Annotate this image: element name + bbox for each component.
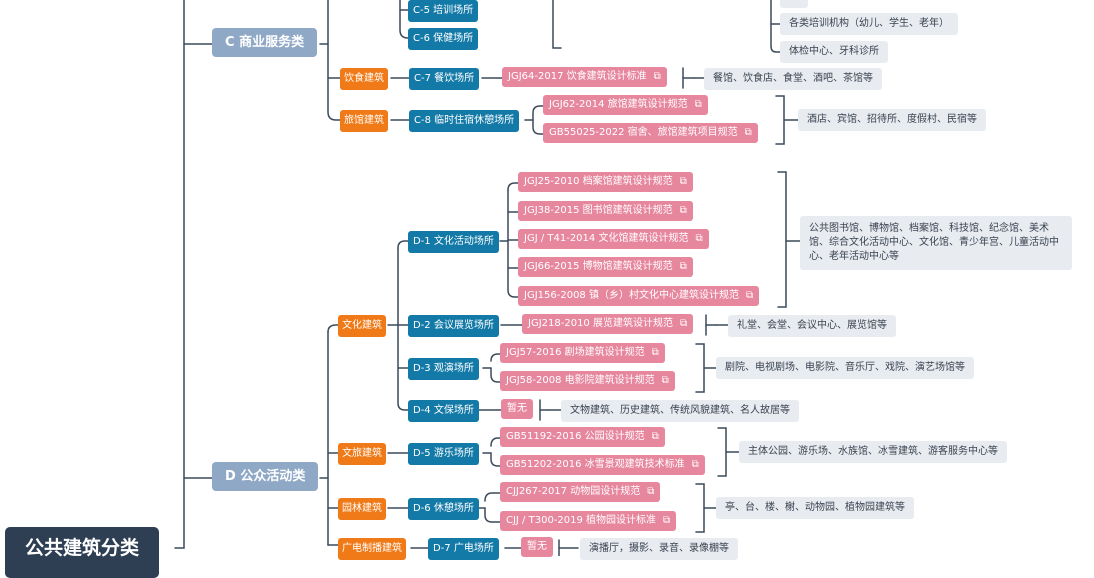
tag-d2-conference-exhibition: 礼堂、会堂、会议中心、展览馆等 (728, 315, 896, 337)
external-link-icon[interactable]: ⧉ (679, 261, 687, 272)
standard-jgj57-2016[interactable]: JGJ57-2016 剧场建筑设计规范 ⧉ (500, 343, 665, 363)
external-link-icon[interactable]: ⧉ (691, 459, 699, 470)
standard-label: CJJ267-2017 动物园设计规范 (506, 486, 641, 497)
standard-label: JGJ66-2015 博物馆建筑设计规范 (524, 261, 673, 272)
external-link-icon[interactable]: ⧉ (661, 375, 669, 386)
standard-jgj25-2010[interactable]: JGJ25-2010 档案馆建筑设计规范 ⧉ (518, 172, 693, 192)
group-food-building[interactable]: 饮食建筑 (340, 68, 388, 90)
root-node[interactable]: 公共建筑分类 (5, 527, 160, 578)
tag-d5-amusement: 主体公园、游乐场、水族馆、冰雪建筑、游客服务中心等 (739, 441, 1007, 463)
tag-d7-broadcast: 演播厅，摄影、录音、录像棚等 (580, 538, 738, 560)
group-tourism-building[interactable]: 文旅建筑 (338, 443, 386, 465)
external-link-icon[interactable]: ⧉ (651, 431, 659, 442)
standard-label: CJJ / T300-2019 植物园设计标准 (506, 515, 657, 526)
standard-label: JGJ38-2015 图书馆建筑设计规范 (524, 205, 673, 216)
external-link-icon[interactable]: ⧉ (679, 176, 687, 187)
external-link-icon[interactable]: ⧉ (663, 515, 671, 526)
sub-c5-training[interactable]: C-5 培训场所 (408, 0, 479, 22)
standard-cjj267-2017[interactable]: CJJ267-2017 动物园设计规范 ⧉ (500, 482, 661, 502)
standard-jgj-t41-2014[interactable]: JGJ / T41-2014 文化馆建筑设计规范 ⧉ (518, 229, 709, 249)
standard-jgj38-2015[interactable]: JGJ38-2015 图书馆建筑设计规范 ⧉ (518, 201, 693, 221)
standard-jgj62-2014[interactable]: JGJ62-2014 旅馆建筑设计规范 ⧉ (543, 95, 708, 115)
tag-d6-leisure: 亭、台、楼、榭、动物园、植物园建筑等 (716, 497, 914, 519)
standard-label: 暂无 (527, 541, 547, 552)
standard-label: JGJ / T41-2014 文化馆建筑设计规范 (524, 233, 689, 244)
sub-c8-lodging[interactable]: C-8 临时住宿休憩场所 (409, 110, 520, 132)
tag-d1-cultural-activity: 公共图书馆、博物馆、档案馆、科技馆、纪念馆、美术馆、综合文化活动中心、文化馆、青… (800, 216, 1072, 270)
standard-label: JGJ64-2017 饮食建筑设计标准 (508, 71, 647, 82)
sub-d7-broadcast[interactable]: D-7 广电场所 (428, 538, 499, 560)
standard-label: GB55025-2022 宿舍、旅馆建筑项目规范 (549, 127, 738, 138)
group-culture-building[interactable]: 文化建筑 (338, 315, 386, 337)
standard-gb51202-2016[interactable]: GB51202-2016 冰雪景观建筑技术标准 ⧉ (500, 455, 705, 475)
sub-d6-leisure[interactable]: D-6 休憩场所 (408, 498, 479, 520)
external-link-icon[interactable]: ⧉ (651, 347, 659, 358)
tag-c8-lodging: 酒店、宾馆、招待所、度假村、民宿等 (798, 109, 986, 131)
external-link-icon[interactable]: ⧉ (679, 205, 687, 216)
tag-d4-heritage: 文物建筑、历史建筑、传统风貌建筑、名人故居等 (561, 400, 799, 422)
standard-jgj58-2008[interactable]: JGJ58-2008 电影院建筑设计规范 ⧉ (500, 371, 675, 391)
tag-c5-training: 各类培训机构（幼儿、学生、老年） (780, 13, 958, 35)
standard-jgj156-2008[interactable]: JGJ156-2008 镇（乡）村文化中心建筑设计规范 ⧉ (518, 286, 760, 306)
standard-label: GB51192-2016 公园设计规范 (506, 431, 645, 442)
standard-none-d4[interactable]: 暂无 (501, 399, 533, 419)
external-link-icon[interactable]: ⧉ (647, 486, 655, 497)
external-link-icon[interactable]: ⧉ (744, 127, 752, 138)
group-garden-building[interactable]: 园林建筑 (338, 498, 386, 520)
standard-label: JGJ62-2014 旅馆建筑设计规范 (549, 99, 688, 110)
external-link-icon[interactable]: ⧉ (694, 99, 702, 110)
standard-gb51192-2016[interactable]: GB51192-2016 公园设计规范 ⧉ (500, 427, 665, 447)
external-link-icon[interactable]: ⧉ (695, 233, 703, 244)
standard-label: 暂无 (507, 403, 527, 414)
tag-c7-dining: 餐馆、饮食店、食堂、酒吧、茶馆等 (704, 68, 882, 90)
standard-jgj64-2017[interactable]: JGJ64-2017 饮食建筑设计标准 ⧉ (502, 67, 667, 87)
standard-label: JGJ25-2010 档案馆建筑设计规范 (524, 176, 673, 187)
tag-c-top-partial: … (780, 0, 808, 8)
category-c-commercial-services[interactable]: C 商业服务类 (212, 28, 318, 57)
external-link-icon[interactable]: ⧉ (745, 290, 754, 301)
standard-label: JGJ156-2008 镇（乡）村文化中心建筑设计规范 (524, 290, 739, 301)
standard-label: JGJ58-2008 电影院建筑设计规范 (506, 375, 655, 386)
standard-label: GB51202-2016 冰雪景观建筑技术标准 (506, 459, 685, 470)
sub-d1-cultural-activity[interactable]: D-1 文化活动场所 (408, 231, 499, 253)
tag-d3-performance: 剧院、电视剧场、电影院、音乐厅、戏院、演艺场馆等 (716, 357, 974, 379)
category-d-public-activities[interactable]: D 公众活动类 (212, 462, 319, 491)
standard-jgj218-2010[interactable]: JGJ218-2010 展览建筑设计规范 ⧉ (522, 314, 694, 334)
standard-cjj-t300-2019[interactable]: CJJ / T300-2019 植物园设计标准 ⧉ (500, 511, 677, 531)
standard-gb55025-2022[interactable]: GB55025-2022 宿舍、旅馆建筑项目规范 ⧉ (543, 123, 758, 143)
external-link-icon[interactable]: ⧉ (653, 71, 661, 82)
sub-d3-performance[interactable]: D-3 观演场所 (408, 358, 479, 380)
sub-c7-dining[interactable]: C-7 餐饮场所 (409, 68, 480, 90)
sub-c6-health[interactable]: C-6 保健场所 (408, 28, 479, 50)
standard-label: JGJ218-2010 展览建筑设计规范 (528, 318, 673, 329)
standard-jgj66-2015[interactable]: JGJ66-2015 博物馆建筑设计规范 ⧉ (518, 257, 693, 277)
standard-label: JGJ57-2016 剧场建筑设计规范 (506, 347, 645, 358)
group-broadcast-building[interactable]: 广电制播建筑 (338, 538, 406, 560)
sub-d4-heritage[interactable]: D-4 文保场所 (408, 400, 479, 422)
tag-c6-health: 体检中心、牙科诊所 (780, 41, 888, 63)
group-hotel-building[interactable]: 旅馆建筑 (340, 110, 388, 132)
external-link-icon[interactable]: ⧉ (679, 318, 688, 329)
sub-d5-amusement[interactable]: D-5 游乐场所 (408, 443, 479, 465)
sub-d2-conference-exhibition[interactable]: D-2 会议展览场所 (408, 315, 499, 337)
standard-none-d7[interactable]: 暂无 (521, 537, 553, 557)
